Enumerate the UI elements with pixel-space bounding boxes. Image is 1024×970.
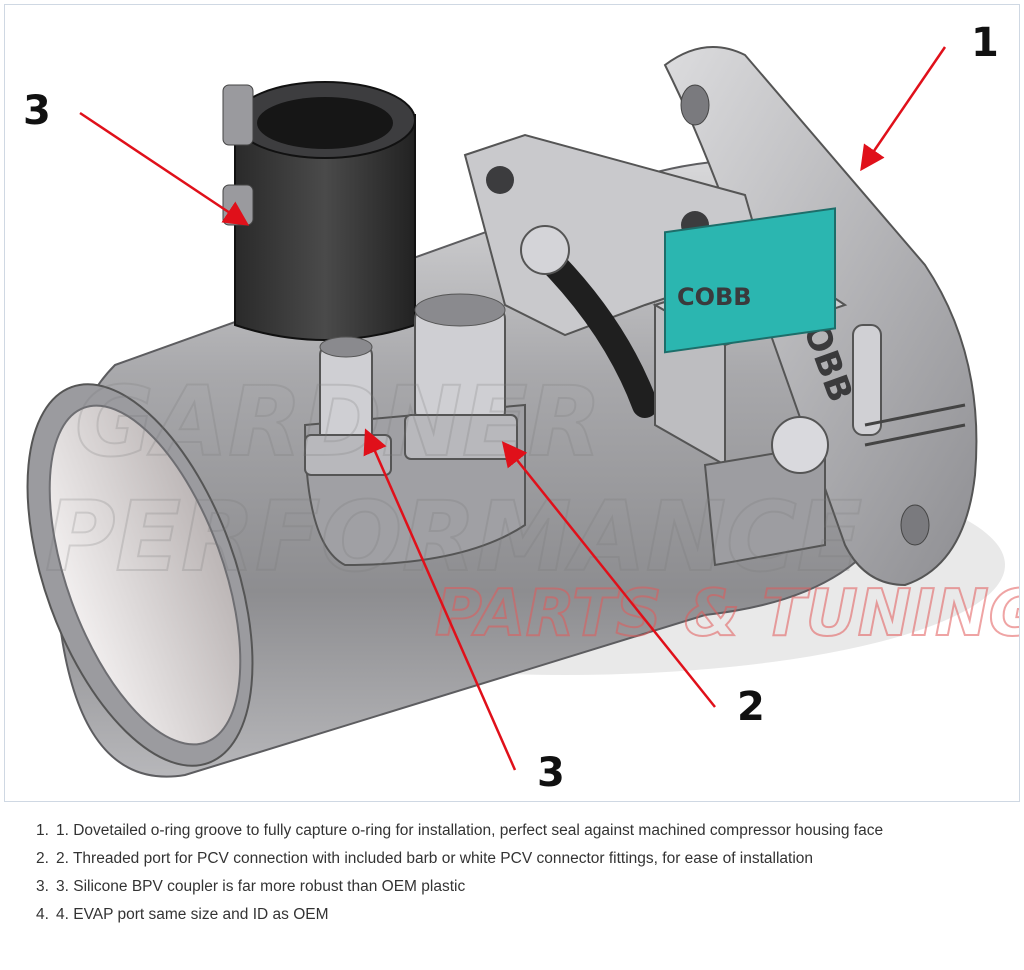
pipe-inlet	[26, 383, 254, 767]
hose-fitting	[520, 225, 570, 275]
list-item: 2. 2. Threaded port for PCV connection w…	[36, 848, 1024, 870]
sensor-block: COBB	[652, 207, 966, 567]
list-item: 3. 3. Silicone BPV coupler is far more r…	[36, 876, 1024, 898]
list-item-number: 4.	[36, 906, 49, 923]
list-item-number: 1.	[36, 822, 49, 839]
list-item: 4. 4. EVAP port same size and ID as OEM	[36, 904, 1024, 926]
callout-label-3-top: 3	[23, 88, 51, 134]
callout-label-3-bottom: 3	[537, 750, 565, 796]
watermark-line-2: PERFORMANCE	[45, 481, 862, 593]
list-item-text: 2. Threaded port for PCV connection with…	[56, 850, 814, 867]
arrow-3-top	[79, 111, 250, 226]
list-item-number: 3.	[36, 878, 49, 895]
arrow-3-bottom	[363, 428, 517, 771]
feature-list: 1. 1. Dovetailed o-ring groove to fully …	[36, 820, 1024, 932]
list-item-text: 1. Dovetailed o-ring groove to fully cap…	[56, 822, 884, 839]
list-item-number: 2.	[36, 850, 49, 867]
product-figure: COBB COBB	[4, 4, 1020, 802]
callout-label-2: 2	[737, 684, 765, 730]
intake-pipe-illustration: COBB COBB	[26, 46, 1019, 778]
vacuum-hose	[532, 242, 658, 418]
callout-label-1: 1	[971, 20, 999, 66]
arrow-2	[501, 441, 716, 708]
arrow-1	[860, 46, 947, 172]
list-item-text: 4. EVAP port same size and ID as OEM	[56, 906, 329, 923]
watermark-line-1: GARDNER	[75, 366, 602, 478]
list-item-text: 3. Silicone BPV coupler is far more robu…	[56, 878, 466, 895]
list-item: 1. 1. Dovetailed o-ring groove to fully …	[36, 820, 1024, 842]
watermark-line-3: PARTS & TUNING	[435, 577, 1019, 651]
sensor-brand-mark: COBB	[677, 283, 752, 311]
bpv-coupler	[222, 81, 416, 341]
